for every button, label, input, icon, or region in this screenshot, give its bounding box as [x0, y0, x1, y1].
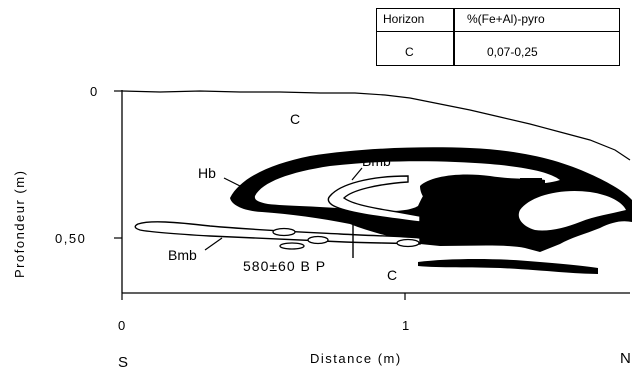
hb-lower-band — [418, 259, 598, 274]
bmb-lens-1 — [273, 229, 295, 236]
label-bmb-left: Bmb — [168, 247, 197, 263]
y-tick-label-0: 0 — [90, 84, 99, 99]
label-date: 580±60 B P — [243, 258, 326, 274]
bmb-lens-4 — [280, 243, 304, 249]
y-tick-label-050: 0,50 — [55, 231, 86, 246]
hb-leader — [224, 178, 240, 186]
bmb-lens-3 — [397, 240, 419, 247]
x-axis-title: Distance (m) — [310, 351, 402, 366]
label-hb: Hb — [198, 165, 216, 181]
hb-fleck-1 — [520, 178, 542, 184]
label-c-bottom: C — [387, 267, 397, 283]
direction-south: S — [118, 354, 128, 371]
y-axis-title: Profondeur (m) — [12, 170, 27, 278]
label-bmb-top: Bmb — [362, 153, 391, 169]
bmb-lens-2 — [308, 237, 328, 244]
label-c-top: C — [290, 111, 300, 127]
direction-north: N — [620, 350, 631, 367]
x-tick-label-0: 0 — [118, 318, 127, 333]
x-tick-label-1: 1 — [402, 318, 411, 333]
bmb-left-leader — [205, 238, 222, 250]
